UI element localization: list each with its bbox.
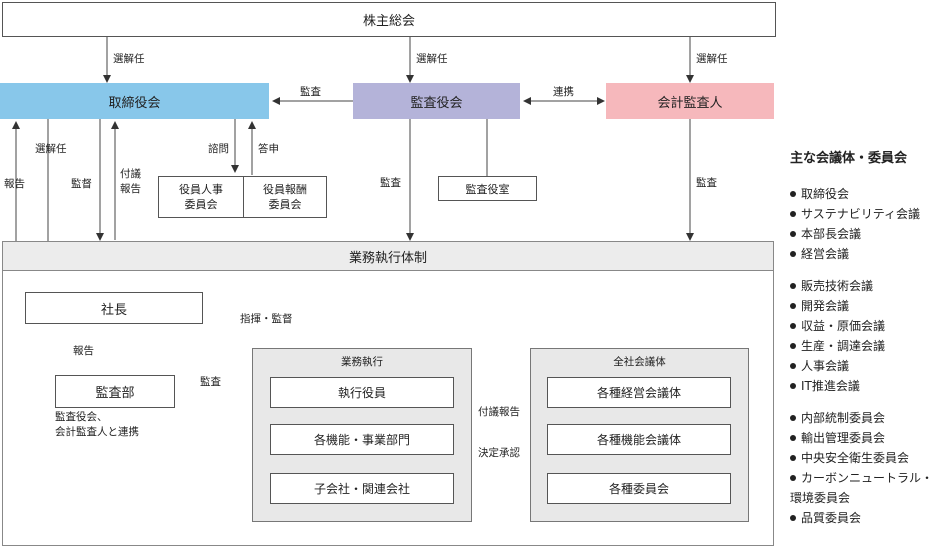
functional-meetings: 各種機能会議体: [547, 424, 731, 455]
label-appoint-board: 選解任: [113, 53, 145, 65]
label-submit-report-h: 付議報告: [478, 406, 520, 418]
list-item: 輸出管理委員会: [790, 428, 950, 448]
label-supervise: 監督: [71, 178, 92, 190]
list-item: IT推進会議: [790, 376, 950, 396]
subsidiaries-affiliates: 子会社・関連会社: [270, 473, 454, 504]
meetings-sidebar: 主な会議体・委員会 取締役会 サステナビリティ会議 本部長会議 経営会議 販売技…: [790, 147, 950, 540]
label-report-president: 報告: [73, 345, 94, 357]
list-item: 経営会議: [790, 244, 950, 264]
label-accaudit-exec: 監査: [696, 177, 717, 189]
audit-department: 監査部: [55, 375, 175, 408]
label-consult: 諮問: [208, 143, 229, 155]
list-item: 中央安全衛生委員会: [790, 448, 950, 468]
label-audit-business: 監査: [200, 376, 221, 388]
sidebar-group-3: 内部統制委員会 輸出管理委員会 中央安全衛生委員会 カーボンニュートラル・ 環境…: [790, 408, 950, 528]
exec-system-title: 業務執行体制: [2, 241, 774, 271]
list-item: 品質委員会: [790, 508, 950, 528]
list-item: 本部長会議: [790, 224, 950, 244]
list-item: カーボンニュートラル・ 環境委員会: [790, 471, 934, 505]
list-item: 取締役会: [790, 184, 950, 204]
president: 社長: [25, 292, 203, 324]
label-report-board: 報告: [4, 178, 25, 190]
committees: 各種委員会: [547, 473, 731, 504]
label-report-back: 答申: [258, 143, 279, 155]
label-audit-coop-note: 監査役会、 会計監査人と連携: [55, 411, 139, 438]
list-item: 生産・調達会議: [790, 336, 950, 356]
label-audit-board: 監査: [300, 86, 321, 98]
label-appoint-auditboard: 選解任: [416, 53, 448, 65]
sidebar-title: 主な会議体・委員会: [790, 151, 908, 166]
label-direct-supervise: 指揮・監督: [240, 313, 293, 325]
label-cooperation: 連携: [553, 86, 574, 98]
audit-office: 監査役室: [438, 176, 537, 201]
sidebar-group-1: 取締役会 サステナビリティ会議 本部長会議 経営会議: [790, 184, 950, 264]
executive-officers: 執行役員: [270, 377, 454, 408]
list-item: 開発会議: [790, 296, 950, 316]
list-item: 内部統制委員会: [790, 408, 950, 428]
shareholders-meeting: 株主総会: [2, 2, 776, 37]
list-item: 収益・原価会議: [790, 316, 950, 336]
list-item: 販売技術会議: [790, 276, 950, 296]
nomination-committee: 役員人事 委員会: [158, 176, 244, 218]
label-audit-exec: 監査: [380, 177, 401, 189]
management-meetings: 各種経営会議体: [547, 377, 731, 408]
label-appoint-accauditor: 選解任: [696, 53, 728, 65]
company-meetings-title: 全社会議体: [613, 356, 666, 368]
functional-divisions: 各機能・事業部門: [270, 424, 454, 455]
label-decision-approval: 決定承認: [478, 447, 520, 459]
sidebar-group-2: 販売技術会議 開発会議 収益・原価会議 生産・調達会議 人事会議 IT推進会議: [790, 276, 950, 396]
list-item: サステナビリティ会議: [790, 204, 950, 224]
remuneration-committee: 役員報酬 委員会: [243, 176, 327, 218]
audit-board: 監査役会: [353, 83, 520, 119]
label-submit-report: 付議 報告: [120, 168, 141, 195]
accounting-auditor: 会計監査人: [606, 83, 774, 119]
board-of-directors: 取締役会: [0, 83, 269, 119]
list-item: 人事会議: [790, 356, 950, 376]
business-exec-title: 業務執行: [341, 356, 383, 368]
label-appoint-president: 選解任: [35, 143, 67, 155]
